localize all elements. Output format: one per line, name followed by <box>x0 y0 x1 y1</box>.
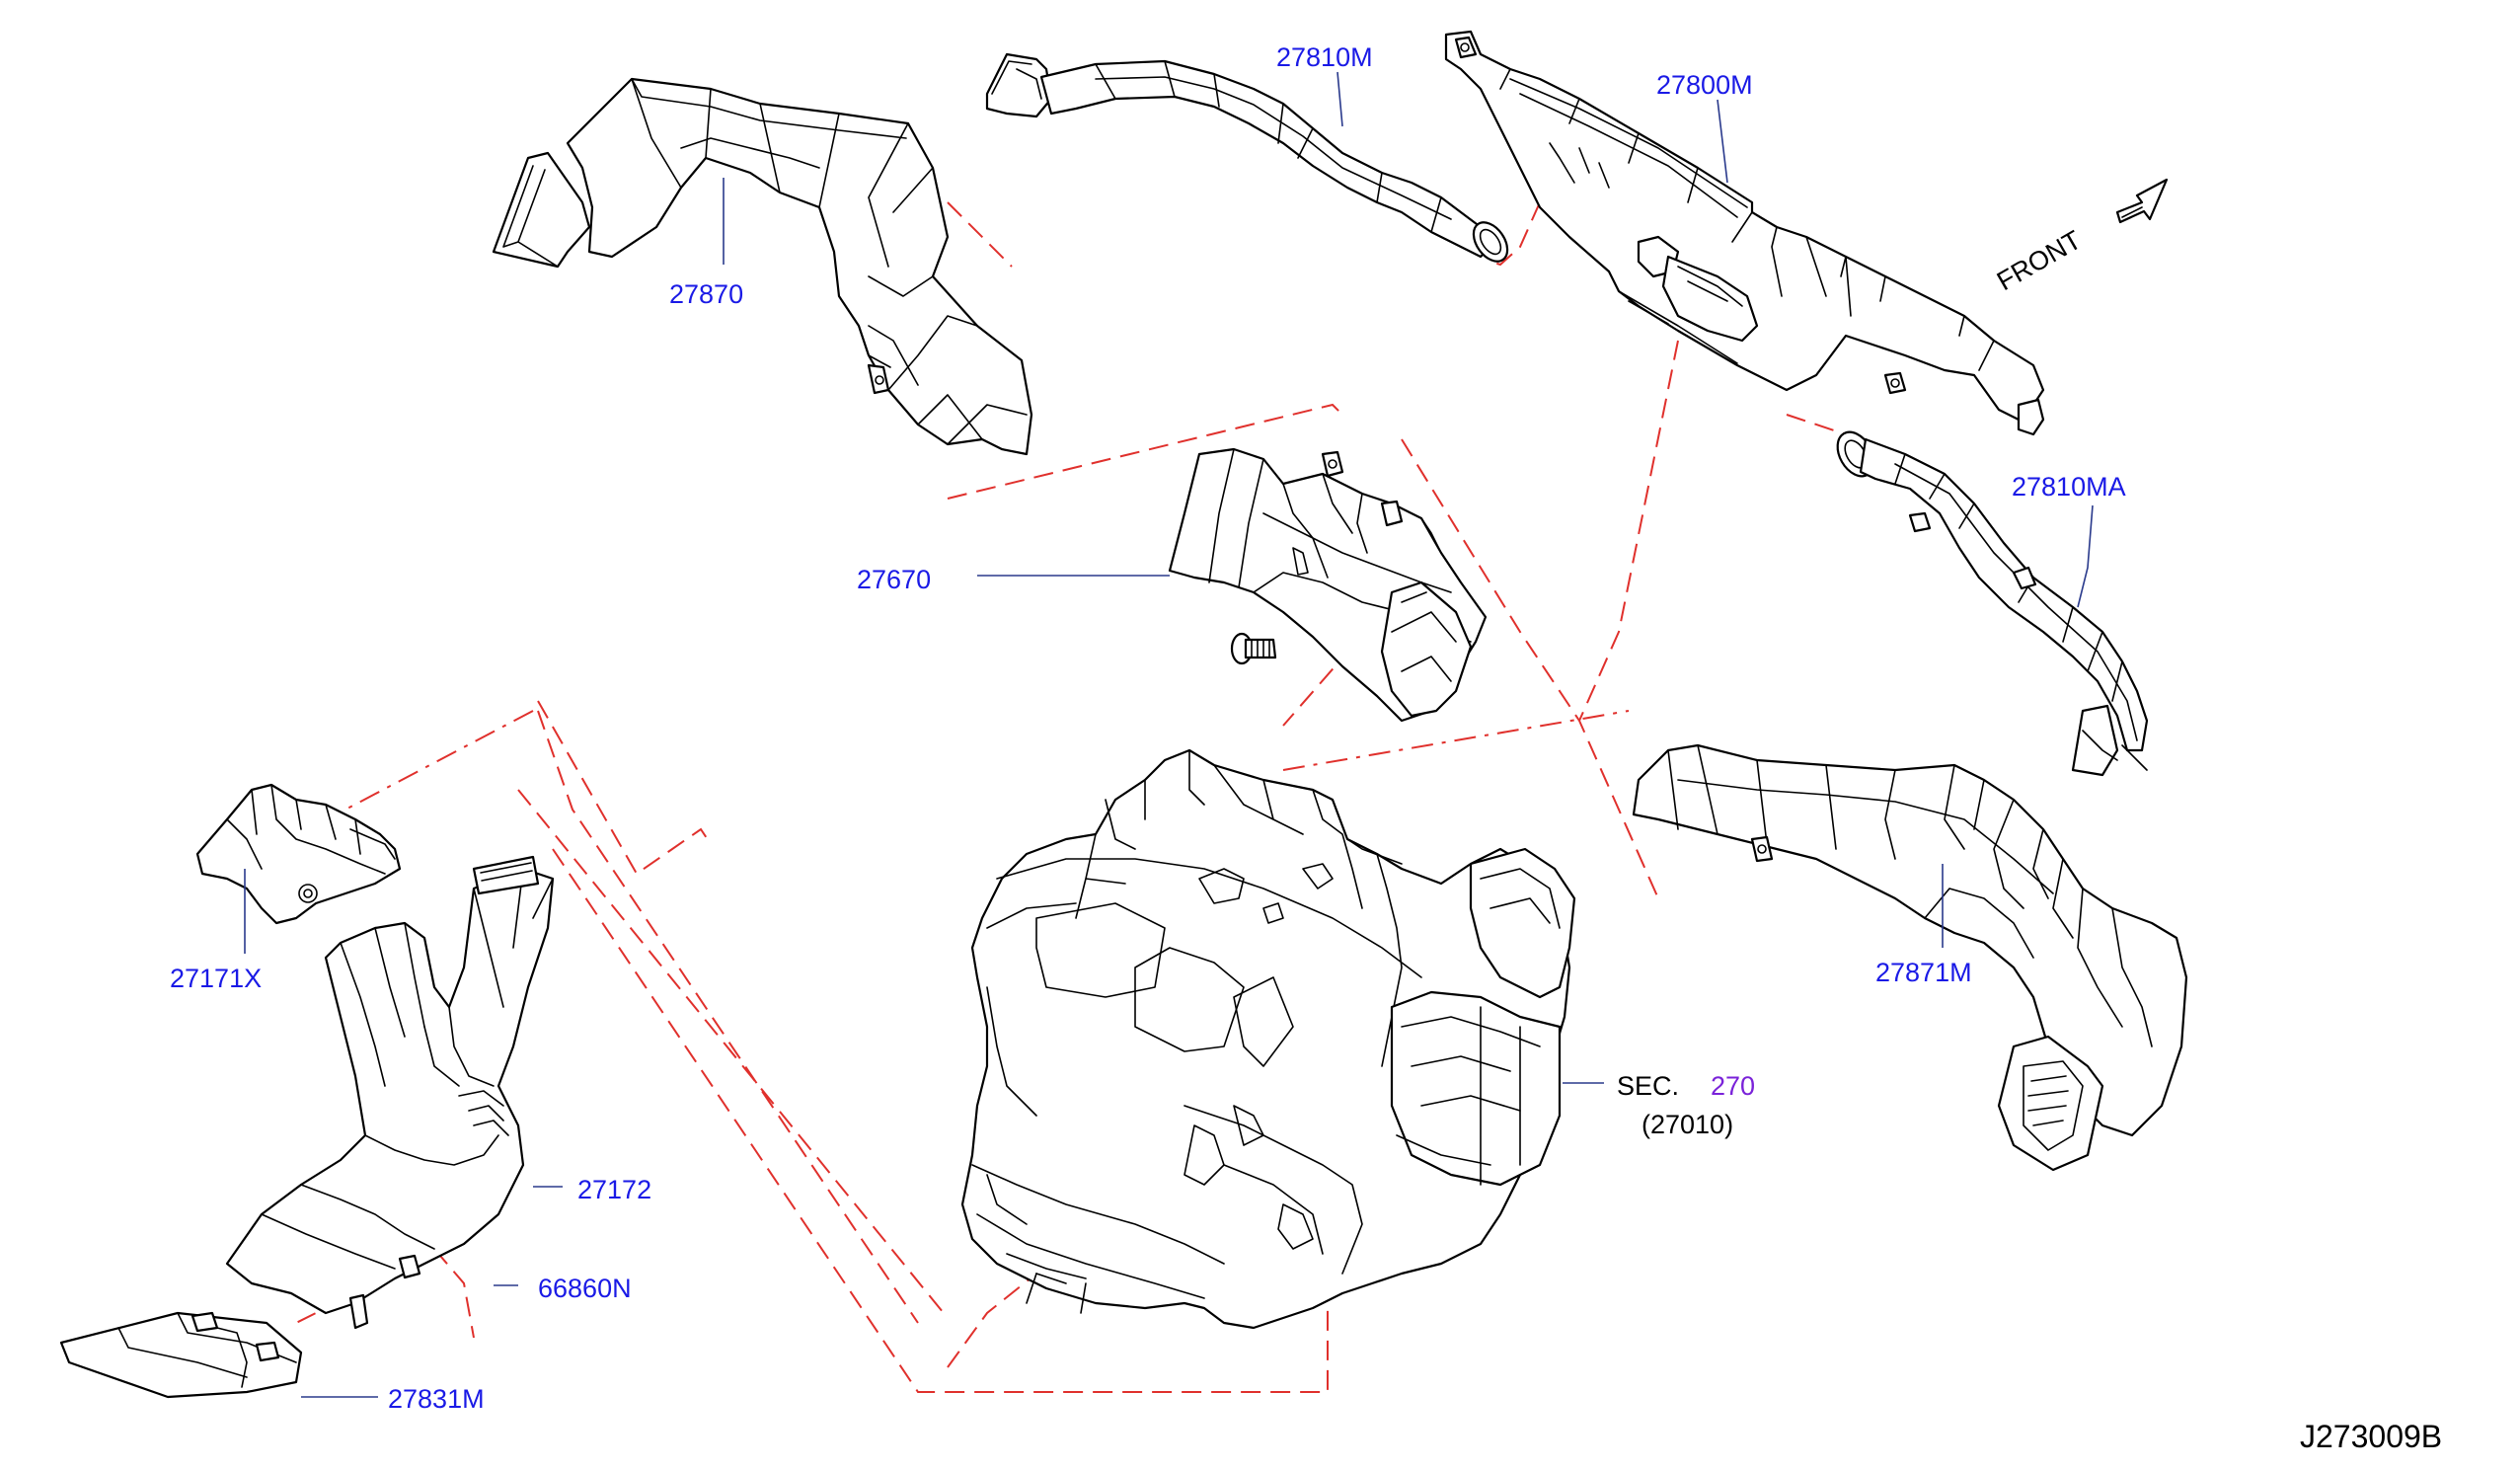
drawing-code: J273009B <box>2300 1419 2442 1454</box>
label-27172: 27172 <box>577 1175 651 1204</box>
pipe-27810MA <box>1836 430 2149 777</box>
label-27831M: 27831M <box>388 1384 485 1414</box>
label-sec-number: 270 <box>1711 1071 1755 1101</box>
front-label: FRONT <box>1992 225 2087 296</box>
plate-27831M <box>59 1311 303 1399</box>
bracket-27171X <box>195 783 402 925</box>
duct-27172 <box>225 855 555 1330</box>
label-27171X: 27171X <box>170 964 262 993</box>
label-sec-prefix: SEC. <box>1617 1071 1679 1101</box>
label-27800M: 27800M <box>1656 70 1753 100</box>
duct-27870 <box>492 77 1033 456</box>
nozzle-27800M <box>1444 30 2045 436</box>
label-27810M: 27810M <box>1276 42 1373 72</box>
leader-lines <box>244 71 2094 1398</box>
label-sec-sub: (27010) <box>1642 1110 1733 1139</box>
label-27871M: 27871M <box>1875 958 1972 987</box>
label-27670: 27670 <box>857 565 931 594</box>
pipe-27810M <box>985 52 1509 263</box>
label-27870: 27870 <box>669 279 743 309</box>
front-arrow <box>2115 178 2169 224</box>
duct-27670 <box>1168 447 1488 723</box>
screw <box>1230 632 1277 665</box>
duct-27871M <box>1632 743 2188 1172</box>
label-27810MA: 27810MA <box>2012 472 2126 502</box>
labels: 27810M 27800M 27870 27810MA 27670 27171X… <box>170 42 2442 1454</box>
heater-unit <box>960 748 1576 1330</box>
label-66860N: 66860N <box>538 1274 632 1303</box>
